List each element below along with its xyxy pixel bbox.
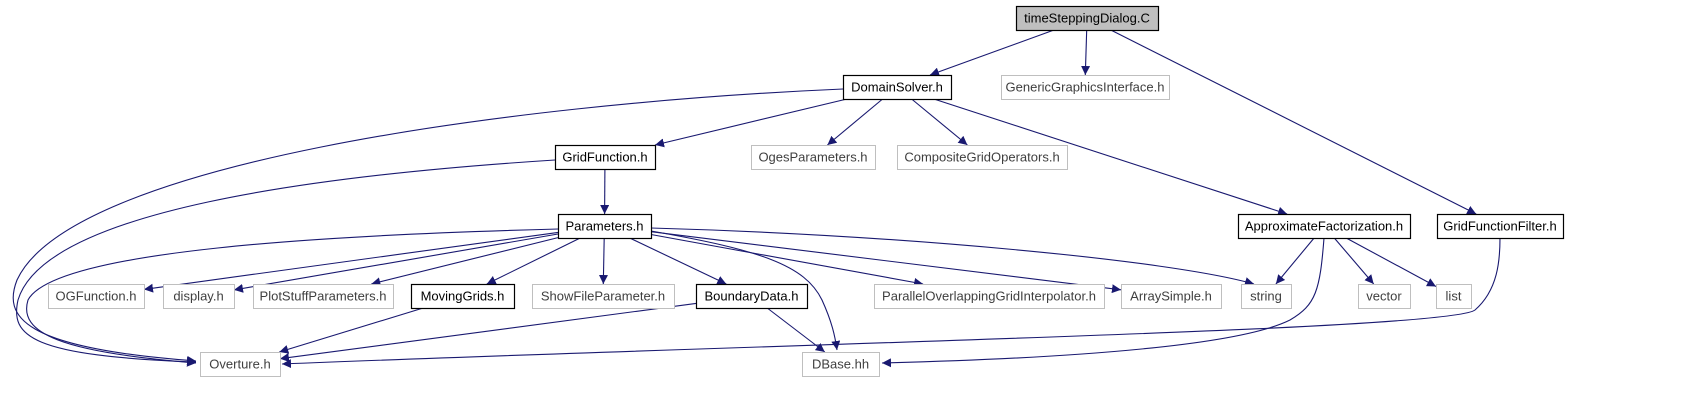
node-box — [695, 283, 809, 310]
node-label: GenericGraphicsInterface.h — [1006, 80, 1165, 95]
nodes-layer: timeSteppingDialog.C DomainSolver.h Generi… — [48, 5, 1565, 377]
edge-timeSteppingDialog-to-GridFunctionFilter — [1110, 29, 1477, 215]
node-label: list — [1446, 289, 1462, 304]
node-box — [410, 283, 516, 310]
edge-Parameters-to-string — [650, 227, 1255, 286]
edge-GridFunction-to-Overture — [15, 159, 556, 367]
node-MovingGrids[interactable]: MovingGrids.h — [410, 283, 516, 310]
node-BoundaryData[interactable]: BoundaryData.h — [695, 283, 809, 310]
edge-ApproximateFactorization-to-DBase — [881, 237, 1325, 368]
node-display[interactable]: display.h — [163, 284, 235, 309]
node-box — [1436, 284, 1472, 309]
edge-Parameters-to-DBase — [650, 230, 841, 351]
node-label: Overture.h — [209, 357, 270, 372]
edge-MovingGrids-to-Overture — [279, 307, 424, 354]
edge-DomainSolver-to-GridFunction — [654, 98, 848, 148]
node-box — [557, 213, 653, 240]
node-ShowFileParameter[interactable]: ShowFileParameter.h — [532, 284, 675, 309]
node-label: display.h — [173, 289, 223, 304]
node-label: ApproximateFactorization.h — [1245, 219, 1403, 234]
edge-Parameters-to-ShowFileParameter — [598, 237, 608, 285]
node-label: ShowFileParameter.h — [541, 289, 665, 304]
node-label: CompositeGridOperators.h — [904, 150, 1059, 165]
node-vector[interactable]: vector — [1358, 284, 1411, 309]
node-label: MovingGrids.h — [421, 289, 505, 304]
node-box — [1237, 213, 1412, 240]
node-GenericGraphicsInterface[interactable]: GenericGraphicsInterface.h — [1001, 75, 1170, 100]
node-box — [1358, 284, 1411, 309]
edge-BoundaryData-to-Overture — [279, 302, 697, 362]
edge-Parameters-to-MovingGrids — [486, 237, 581, 285]
node-PlotStuffParameters[interactable]: PlotStuffParameters.h — [253, 284, 394, 309]
node-label: string — [1250, 289, 1282, 304]
edge-DomainSolver-to-ApproximateFactorization — [933, 98, 1288, 216]
node-box — [554, 144, 657, 171]
node-box — [1121, 284, 1222, 309]
node-DBase[interactable]: DBase.hh — [802, 352, 880, 377]
node-string[interactable]: string — [1241, 284, 1292, 309]
node-ParallelOverlappingGridInterpolator[interactable]: ParallelOverlappingGridInterpolator.h — [874, 284, 1105, 309]
node-box — [874, 284, 1105, 309]
node-label: GridFunction.h — [562, 150, 647, 165]
edge-ApproximateFactorization-to-string — [1275, 237, 1315, 285]
node-box — [842, 74, 953, 101]
node-box — [897, 145, 1068, 170]
edge-ApproximateFactorization-to-vector — [1333, 237, 1375, 285]
node-box — [751, 145, 876, 170]
node-label: timeSteppingDialog.C — [1024, 11, 1150, 26]
node-box — [532, 284, 675, 309]
node-box — [1001, 75, 1170, 100]
edge-Parameters-to-PlotStuffParameters — [371, 237, 559, 287]
node-label: PlotStuffParameters.h — [260, 289, 387, 304]
node-box — [253, 284, 394, 309]
node-Parameters[interactable]: Parameters.h — [557, 213, 653, 240]
node-label: ArraySimple.h — [1130, 289, 1212, 304]
node-label: BoundaryData.h — [705, 289, 799, 304]
edges-layer — [12, 29, 1501, 369]
edge-Parameters-to-ParallelOverlappingGridInterpolator — [650, 233, 924, 287]
edge-ApproximateFactorization-to-list — [1345, 237, 1437, 287]
edge-Parameters-to-ArraySimple — [650, 231, 1122, 294]
edge-DomainSolver-to-OgesParameters — [827, 98, 883, 146]
node-CompositeGridOperators[interactable]: CompositeGridOperators.h — [897, 145, 1068, 170]
node-ApproximateFactorization[interactable]: ApproximateFactorization.h — [1237, 213, 1412, 240]
node-list[interactable]: list — [1436, 284, 1472, 309]
node-OgesParameters[interactable]: OgesParameters.h — [751, 145, 876, 170]
node-label: ParallelOverlappingGridInterpolator.h — [882, 289, 1096, 304]
node-box — [200, 352, 281, 377]
node-label: DomainSolver.h — [851, 80, 943, 95]
node-label: DBase.hh — [812, 357, 869, 372]
edge-GridFunctionFilter-to-Overture — [281, 237, 1501, 369]
node-ArraySimple[interactable]: ArraySimple.h — [1121, 284, 1222, 309]
edge-timeSteppingDialog-to-DomainSolver — [929, 29, 1055, 77]
node-box — [1015, 5, 1160, 32]
edge-Parameters-to-OGFunction — [143, 231, 559, 293]
node-label: Parameters.h — [565, 219, 643, 234]
edge-DomainSolver-to-CompositeGridOperators — [911, 98, 968, 146]
node-box — [802, 352, 880, 377]
node-label: GridFunctionFilter.h — [1443, 219, 1556, 234]
node-OGFunction[interactable]: OGFunction.h — [48, 284, 145, 309]
edge-Parameters-to-display — [233, 233, 559, 293]
node-label: vector — [1366, 289, 1402, 304]
node-timeSteppingDialog[interactable]: timeSteppingDialog.C — [1015, 5, 1160, 32]
node-box — [48, 284, 145, 309]
node-label: OgesParameters.h — [758, 150, 867, 165]
edge-Parameters-to-BoundaryData — [629, 237, 727, 285]
node-box — [163, 284, 235, 309]
node-box — [1241, 284, 1292, 309]
node-box — [1436, 213, 1565, 240]
node-GridFunctionFilter[interactable]: GridFunctionFilter.h — [1436, 213, 1565, 240]
node-DomainSolver[interactable]: DomainSolver.h — [842, 74, 953, 101]
node-label: OGFunction.h — [56, 289, 137, 304]
node-Overture[interactable]: Overture.h — [200, 352, 281, 377]
edge-timeSteppingDialog-to-GenericGraphicsInterface — [1081, 29, 1091, 76]
node-GridFunction[interactable]: GridFunction.h — [554, 144, 657, 171]
edge-Parameters-to-Overture — [26, 228, 559, 367]
